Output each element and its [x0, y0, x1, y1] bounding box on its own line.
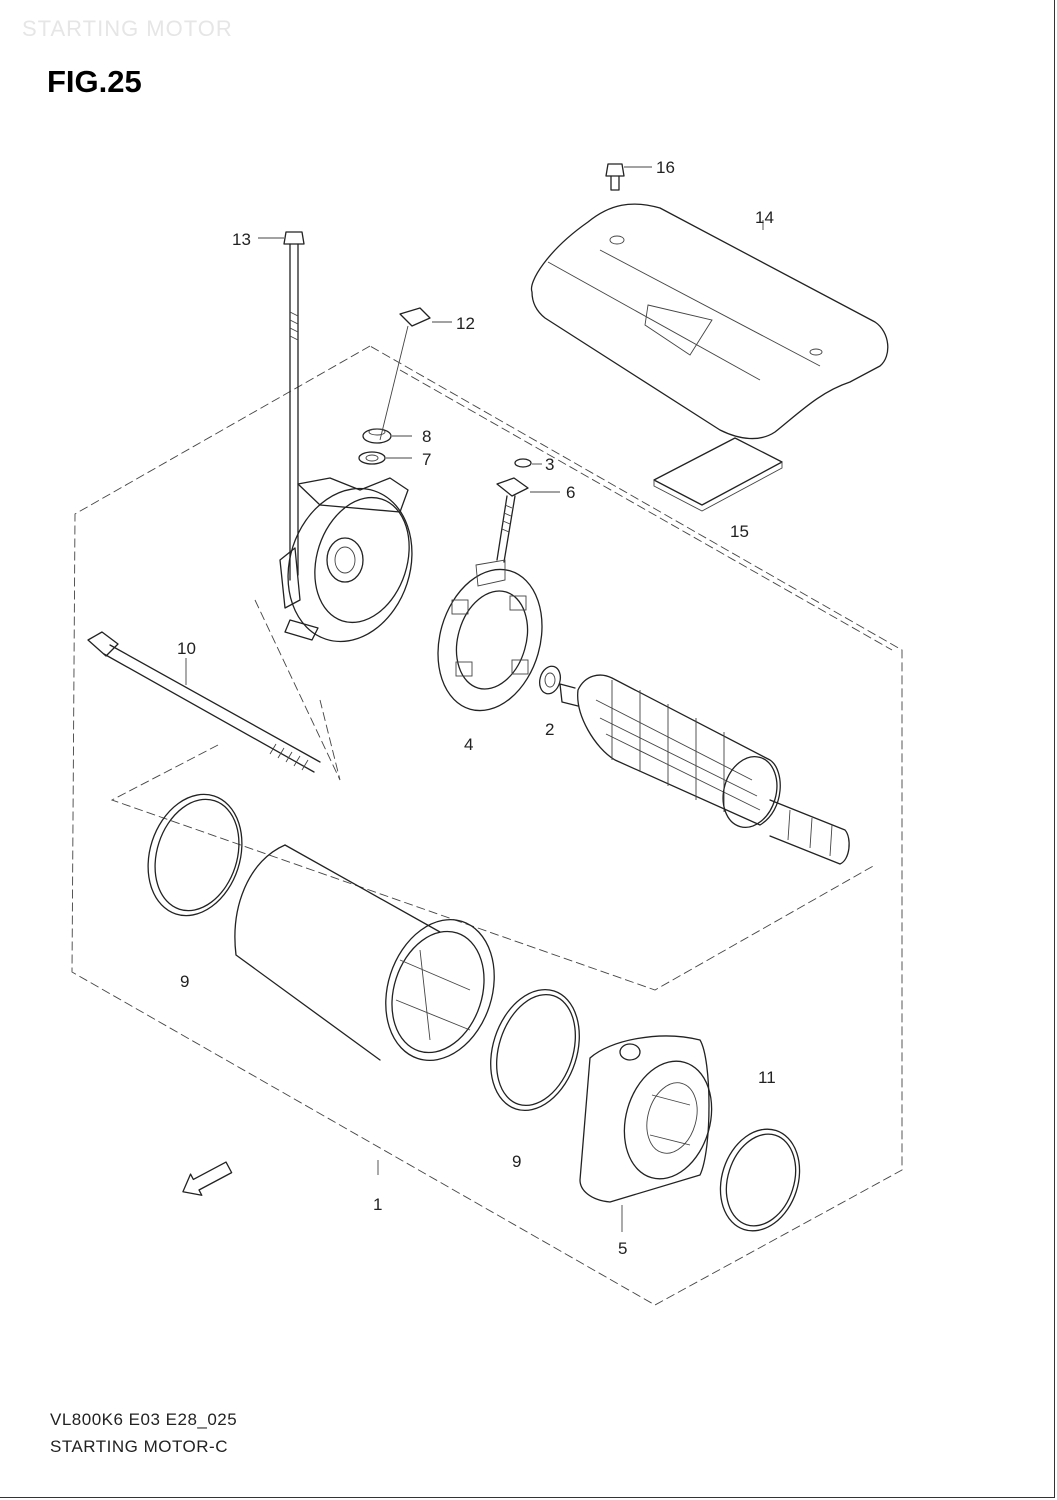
part-16-screw[interactable]: [605, 163, 652, 191]
part-3-washer[interactable]: [514, 458, 542, 468]
callout-14: 14: [755, 208, 774, 227]
callout-4: 4: [464, 735, 473, 754]
part-14-cover[interactable]: [530, 203, 889, 440]
part-4-brush-holder[interactable]: [422, 557, 558, 723]
part-1-yoke-housing[interactable]: [234, 844, 512, 1175]
watermark-text: STARTING MOTOR: [22, 16, 233, 41]
part-7-washer[interactable]: [358, 451, 412, 465]
callout-9-left: 9: [180, 972, 189, 991]
callout-7: 7: [422, 450, 431, 469]
part-6-terminal-bolt[interactable]: [496, 477, 560, 563]
callout-11: 11: [758, 1068, 776, 1087]
part-13-bolt[interactable]: [258, 231, 305, 581]
part-5-front-housing[interactable]: [579, 1035, 725, 1232]
callout-1: 1: [373, 1195, 382, 1214]
fwd-label: FWD: [199, 1169, 224, 1189]
part-2-washer[interactable]: [537, 664, 564, 696]
part-10-through-bolt[interactable]: [87, 631, 321, 773]
part-15-pad[interactable]: [653, 437, 783, 512]
end-cover-housing[interactable]: [269, 472, 431, 657]
callout-12: 12: [456, 314, 475, 333]
callout-9-center: 9: [512, 1152, 521, 1171]
callout-13: 13: [232, 230, 251, 249]
part-8-nut[interactable]: [362, 428, 412, 444]
callout-10: 10: [177, 639, 196, 658]
callout-16: 16: [656, 158, 675, 177]
callout-15: 15: [730, 522, 749, 541]
assembly-outline: [71, 345, 903, 1306]
callout-labels: 16 14 13 12 8 7 3 6 15 10 4 2 9 9 11 1 5: [177, 158, 776, 1258]
armature[interactable]: [559, 674, 850, 865]
fwd-arrow-icon: FWD: [182, 1161, 233, 1196]
callout-2: 2: [545, 720, 554, 739]
callout-6: 6: [566, 483, 575, 502]
figure-title: FIG.25: [47, 64, 142, 99]
callout-5: 5: [618, 1239, 627, 1258]
diagram-name: STARTING MOTOR-C: [50, 1437, 228, 1456]
diagram-code: VL800K6 E03 E28_025: [50, 1410, 238, 1429]
callout-3: 3: [545, 455, 554, 474]
part-11-o-ring-right[interactable]: [708, 1119, 812, 1241]
part-9-o-ring-left[interactable]: [133, 782, 257, 928]
part-12-screw[interactable]: [379, 307, 452, 441]
part-9-o-ring-center[interactable]: [476, 978, 594, 1122]
callout-8: 8: [422, 427, 431, 446]
